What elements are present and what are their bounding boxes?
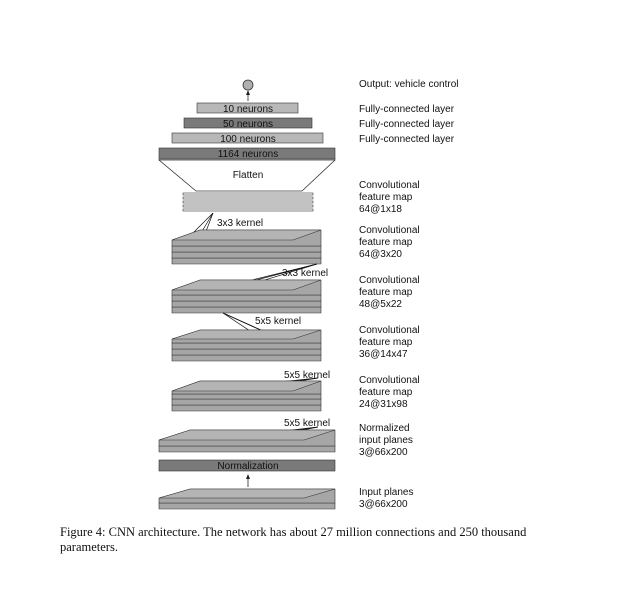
- kernel-5-label: 5x5 kernel: [284, 418, 330, 429]
- normalization-text: Normalization: [217, 461, 278, 472]
- fc-layer-50-label: Fully-connected layer: [359, 119, 455, 130]
- output-node: [242, 79, 254, 91]
- normalized-line-3: 3@66x200: [359, 447, 408, 458]
- fc-layer-100-label: Fully-connected layer: [359, 134, 455, 145]
- feature-map-3-line-2: feature map: [359, 287, 413, 298]
- feature-map-24x31x98: [171, 380, 322, 412]
- feature-map-2-line-2: feature map: [359, 237, 413, 248]
- flatten-trapezoid: [157, 159, 337, 192]
- kernel-2-label: 3x3 kernel: [282, 268, 328, 279]
- feature-map-5-line-3: 24@31x98: [359, 399, 408, 410]
- feature-map-4-line-2: feature map: [359, 337, 413, 348]
- kernel-3-label: 5x5 kernel: [255, 316, 301, 327]
- fc-layer-1164: [158, 147, 336, 160]
- feature-map-3-line-1: Convolutional: [359, 275, 420, 286]
- fc-layer-50-text: 50 neurons: [223, 119, 273, 130]
- feature-map-1-line-3: 64@1x18: [359, 204, 402, 215]
- normalization-layer: [158, 459, 336, 472]
- feature-map-4-line-1: Convolutional: [359, 325, 420, 336]
- input-planes-line-1: Input planes: [359, 487, 414, 498]
- feature-map-5-line-2: feature map: [359, 387, 413, 398]
- fc-layer-100-text: 100 neurons: [220, 134, 276, 145]
- feature-map-48x5x22: [171, 279, 322, 314]
- feature-map-5-line-1: Convolutional: [359, 375, 420, 386]
- feature-map-2-line-1: Convolutional: [359, 225, 420, 236]
- feature-map-2-line-3: 64@3x20: [359, 249, 402, 260]
- kernel-4-label: 5x5 kernel: [284, 370, 330, 381]
- feature-map-1-line-1: Convolutional: [359, 180, 420, 191]
- fc-layer-50: [183, 117, 313, 129]
- feature-map-36x14x47: [171, 329, 322, 362]
- input-planes-line-2: 3@66x200: [359, 499, 408, 510]
- feature-map-64x3x20: [171, 229, 322, 265]
- kernel-1-label: 3x3 kernel: [217, 218, 263, 229]
- flatten-label: Flatten: [233, 170, 264, 181]
- figure-caption: Figure 4: CNN architecture. The network …: [60, 525, 565, 555]
- figure-caption-text: Figure 4: CNN architecture. The network …: [60, 525, 527, 554]
- fc-layer-10-text: 10 neurons: [223, 104, 273, 115]
- normalized-input-planes: [158, 429, 336, 453]
- feature-map-4-line-3: 36@14x47: [359, 349, 408, 360]
- fc-layer-10-label: Fully-connected layer: [359, 104, 455, 115]
- feature-map-3-line-3: 48@5x22: [359, 299, 402, 310]
- feature-map-1-line-2: feature map: [359, 192, 413, 203]
- fc-layer-10: [196, 102, 299, 114]
- input-planes: [158, 488, 336, 510]
- normalized-line-2: input planes: [359, 435, 413, 446]
- feature-map-64x1x18: [182, 192, 314, 212]
- fc-layer-1164-text: 1164 neurons: [218, 149, 278, 160]
- fc-layer-100: [171, 132, 324, 144]
- normalized-line-1: Normalized: [359, 423, 410, 434]
- output-label: Output: vehicle control: [359, 79, 459, 90]
